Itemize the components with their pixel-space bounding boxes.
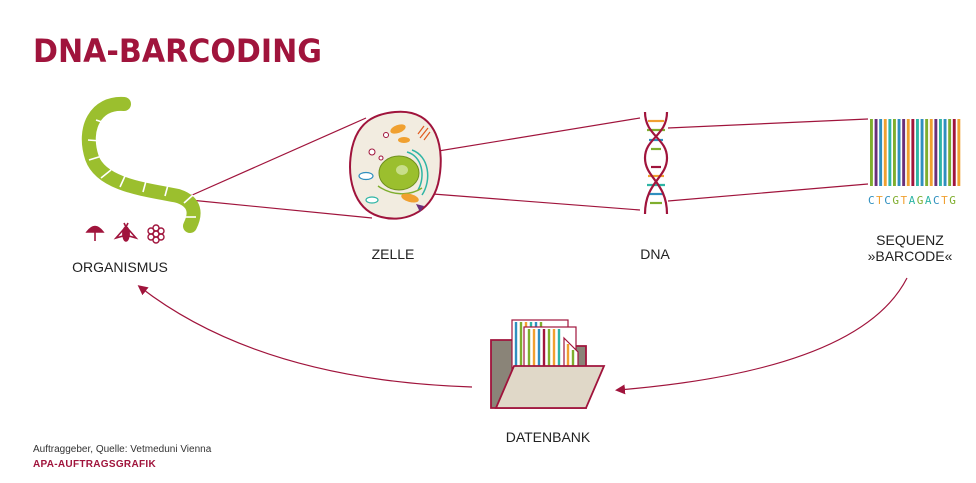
- barcode-bar: [888, 119, 892, 186]
- connector-organism-cell-top: [189, 117, 367, 197]
- barcode-bar: [920, 119, 924, 186]
- sequence-letter: A: [924, 194, 933, 207]
- connector-lines: [189, 117, 869, 219]
- connector-dna-seq-bottom: [667, 183, 869, 202]
- barcode-bar: [879, 119, 883, 186]
- barcode-bar: [906, 119, 910, 186]
- sequence-letter: C: [933, 194, 942, 207]
- sequence-letter: T: [900, 194, 909, 207]
- barcode-bar: [934, 119, 938, 186]
- dna-helix-icon: [643, 111, 669, 215]
- database-folder-icon: [490, 319, 606, 409]
- barcode-bar: [911, 119, 915, 186]
- barcode-bar: [943, 119, 947, 186]
- sequence-letter: G: [916, 194, 925, 207]
- barcode-bar: [939, 119, 942, 186]
- barcode-bar: [883, 119, 887, 186]
- label-sequence-line2: »BARCODE«: [867, 248, 953, 264]
- connector-organism-cell-bottom: [189, 199, 373, 219]
- arrow-sequence-to-database: [615, 277, 908, 395]
- sequence-letter: A: [908, 194, 917, 207]
- label-sequence: SEQUENZ »BARCODE«: [855, 232, 965, 264]
- barcode-icon: [870, 119, 961, 186]
- barcode-bar: [897, 119, 901, 186]
- mushroom-icon: [85, 225, 105, 241]
- cell-icon: [349, 110, 442, 220]
- barcode-bar: [902, 119, 906, 186]
- barcode-bar: [925, 119, 929, 186]
- sequence-letter: G: [892, 194, 901, 207]
- barcode-bar: [870, 119, 873, 186]
- barcode-bar: [929, 119, 933, 186]
- label-dna: DNA: [640, 246, 670, 262]
- arrow-database-to-organism: [137, 285, 473, 388]
- page-title: DNA-BARCODING: [33, 32, 322, 70]
- sequence-letter: G: [949, 194, 958, 207]
- label-cell: ZELLE: [371, 246, 415, 262]
- sequence-letters: CTCGTAGACTG: [868, 194, 968, 207]
- agency-credit: APA-AUFTRAGSGRAFIK: [33, 459, 156, 470]
- barcode-bar: [957, 119, 961, 186]
- sequence-letter: T: [876, 194, 885, 207]
- barcode-bar: [874, 119, 878, 186]
- label-organism: ORGANISMUS: [72, 259, 168, 275]
- connector-dna-seq-top: [667, 118, 869, 129]
- label-sequence-line1: SEQUENZ: [876, 232, 944, 248]
- connector-cell-dna-bottom: [419, 192, 641, 211]
- worm-icon: [81, 96, 201, 233]
- barcode-bar: [948, 119, 952, 186]
- barcode-bar: [952, 119, 956, 186]
- sequence-letter: C: [884, 194, 893, 207]
- source-credit: Auftraggeber, Quelle: Vetmeduni Vienna: [33, 444, 212, 455]
- connector-cell-dna-top: [419, 117, 641, 155]
- barcode-bar: [916, 119, 919, 186]
- label-database: DATENBANK: [505, 429, 591, 445]
- barcode-bar: [893, 119, 896, 186]
- bee-icon: [113, 222, 139, 242]
- sequence-letter: T: [941, 194, 950, 207]
- sequence-letter: C: [868, 194, 877, 207]
- flower-icon: [147, 224, 165, 244]
